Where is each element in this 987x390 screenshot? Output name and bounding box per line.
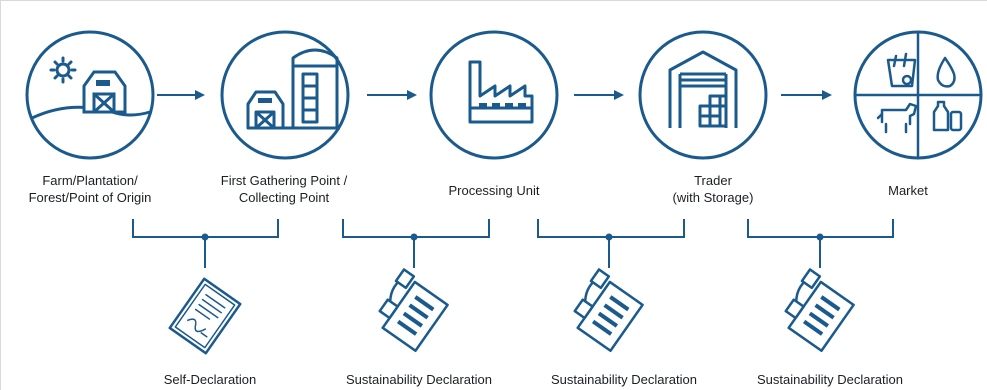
- bracket-sustainability-1: [342, 219, 490, 268]
- warehouse-icon: [668, 50, 738, 128]
- signed-document-icon: [168, 277, 242, 355]
- stage-farm-icon-circle: [25, 30, 155, 160]
- bracket-sustainability-3: [747, 219, 894, 268]
- barn-silo-icon: [246, 48, 340, 130]
- stage-processing-icon-circle: [429, 30, 559, 160]
- farm-barn-sun-icon: [30, 56, 152, 120]
- bracket-self-declaration: [132, 219, 279, 268]
- stage-label-gathering: First Gathering Point / Collecting Point: [220, 173, 348, 205]
- document-label-sustainability-3: Sustainability Declaration: [757, 372, 903, 387]
- bracket-sustainability-2: [537, 219, 685, 268]
- stage-label-market: Market: [888, 183, 928, 198]
- stage-trader-icon-circle: [638, 30, 768, 160]
- frame-top-border: [0, 0, 987, 1]
- document-label-sustainability-2: Sustainability Declaration: [551, 372, 697, 387]
- stage-label-farm: Farm/Plantation/ Forest/Point of Origin: [28, 173, 152, 205]
- market-goods-icon: [855, 32, 981, 158]
- fax-document-icon: [573, 268, 644, 353]
- frame-left-border: [0, 0, 1, 390]
- stage-market-icon-circle: [853, 30, 983, 160]
- fax-document-icon: [378, 268, 449, 353]
- bracket-connectors: [132, 219, 894, 268]
- document-label-self-declaration: Self-Declaration: [163, 372, 257, 387]
- document-label-sustainability-1: Sustainability Declaration: [346, 372, 492, 387]
- fax-document-icon: [784, 268, 855, 353]
- stage-gathering-icon-circle: [220, 30, 350, 160]
- stage-label-processing: Processing Unit: [448, 183, 540, 198]
- stage-label-trader: Trader (with Storage): [672, 173, 754, 205]
- factory-icon: [468, 60, 534, 124]
